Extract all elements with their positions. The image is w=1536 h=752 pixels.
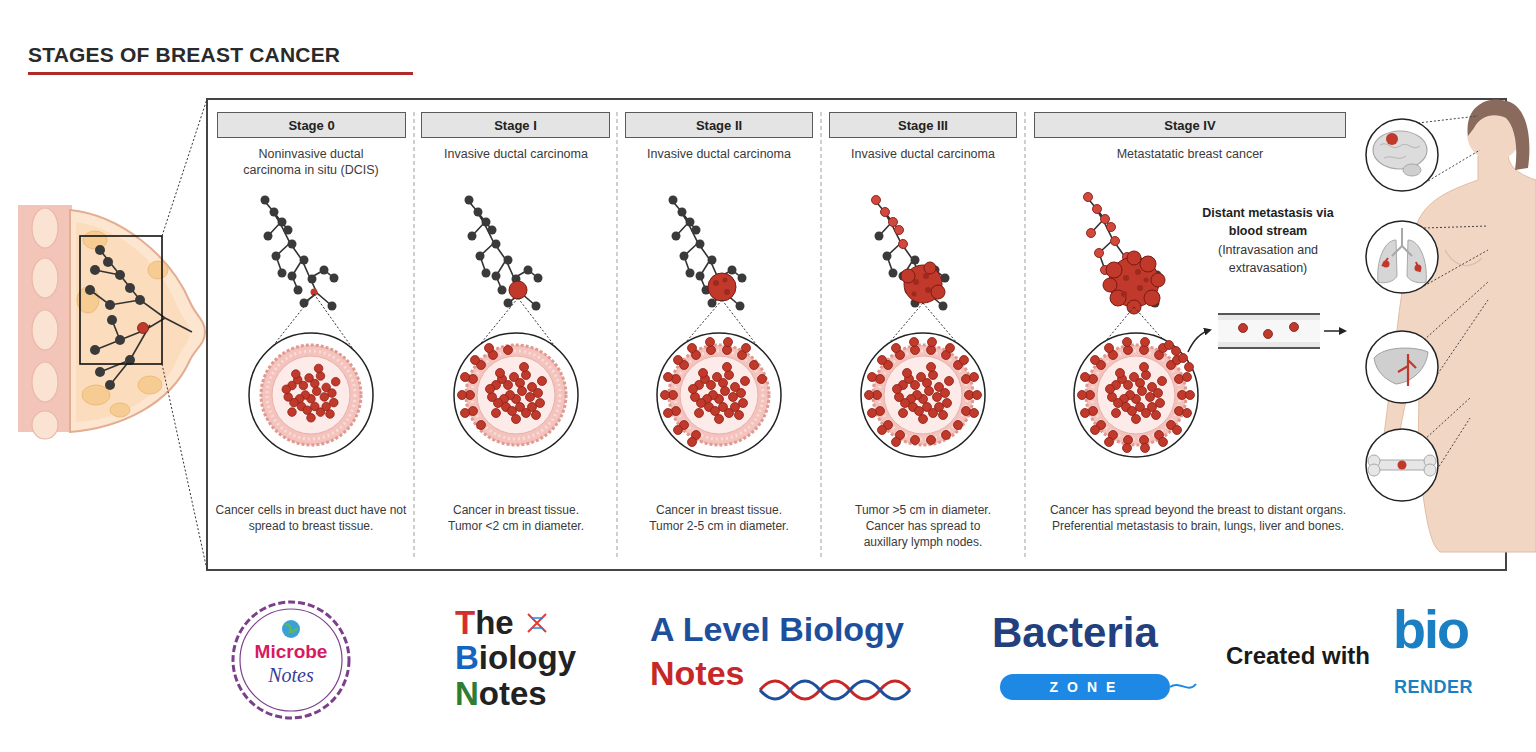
watermark: Bacteria (992, 610, 1158, 656)
stage-subtitle: Invasive ductal carcinoma (833, 146, 1013, 162)
breast-illustration (18, 99, 207, 570)
watermark: Notes (650, 654, 744, 692)
stage-description: Cancer has spread beyond the breast to d… (1018, 502, 1378, 534)
stage-0-illustration (249, 196, 373, 458)
watermark: Notes (236, 664, 346, 686)
stage-description: Cancer in breast tissue. Tumor 2-5 cm in… (639, 502, 799, 534)
stage-heading: Stage I (494, 118, 537, 133)
stage-header-box: Stage 0 (217, 112, 406, 138)
watermark: Biology (455, 640, 576, 676)
watermark: Microbe (236, 641, 346, 663)
process-label: Distant metastasis via blood stream (1201, 204, 1335, 240)
a-level-biology-logo (760, 681, 910, 699)
stage-heading: Stage IV (1164, 118, 1215, 133)
stage-2-illustration (657, 196, 781, 458)
stage-1-illustration (454, 196, 578, 458)
stage-header-box: Stage IV (1034, 112, 1346, 138)
stage-subtitle: Invasive ductal carcinoma (629, 146, 809, 162)
stage-3-illustration (861, 196, 985, 458)
stage-header-box: Stage I (421, 112, 610, 138)
stage-header-box: Stage II (625, 112, 813, 138)
blood-vessel (1218, 314, 1345, 348)
stage-header-box: Stage III (829, 112, 1017, 138)
watermark: ZONE (1002, 677, 1172, 697)
microbe-notes-logo (233, 602, 349, 718)
stage-description: Tumor >5 cm in diameter. Cancer has spre… (843, 502, 1003, 550)
stage-4-illustration (1074, 193, 1210, 458)
stage-subtitle: Invasive ductal carcinoma (426, 146, 606, 162)
watermark: A Level Biology (650, 610, 904, 648)
stage-heading: Stage III (898, 118, 948, 133)
diagram-title: STAGES OF BREAST CANCER (28, 43, 340, 67)
watermark: Created with (1226, 642, 1370, 670)
stage-subtitle: Metastatatic breast cancer (1040, 146, 1340, 162)
watermark: bio (1393, 600, 1468, 658)
bacteria-zone-logo (1000, 674, 1196, 700)
process-note: (Intravasation and extravasation) (1206, 241, 1330, 277)
stage-description: Cancer cells in breast duct have not spr… (209, 502, 414, 534)
stage-heading: Stage II (696, 118, 742, 133)
watermark: The (455, 605, 514, 641)
main-frame (207, 99, 1506, 570)
watermark: Notes (455, 676, 547, 712)
watermark: RENDER (1394, 676, 1473, 698)
title-underline (28, 72, 413, 75)
column-separators (414, 112, 1025, 560)
biology-notes-logo (528, 614, 546, 632)
stage-subtitle: Noninvasive ductal carcinoma in situ (DC… (231, 146, 391, 178)
stage-heading: Stage 0 (288, 118, 334, 133)
stage-description: Cancer in breast tissue. Tumor <2 cm in … (436, 502, 596, 534)
organ-callouts (1366, 116, 1488, 501)
